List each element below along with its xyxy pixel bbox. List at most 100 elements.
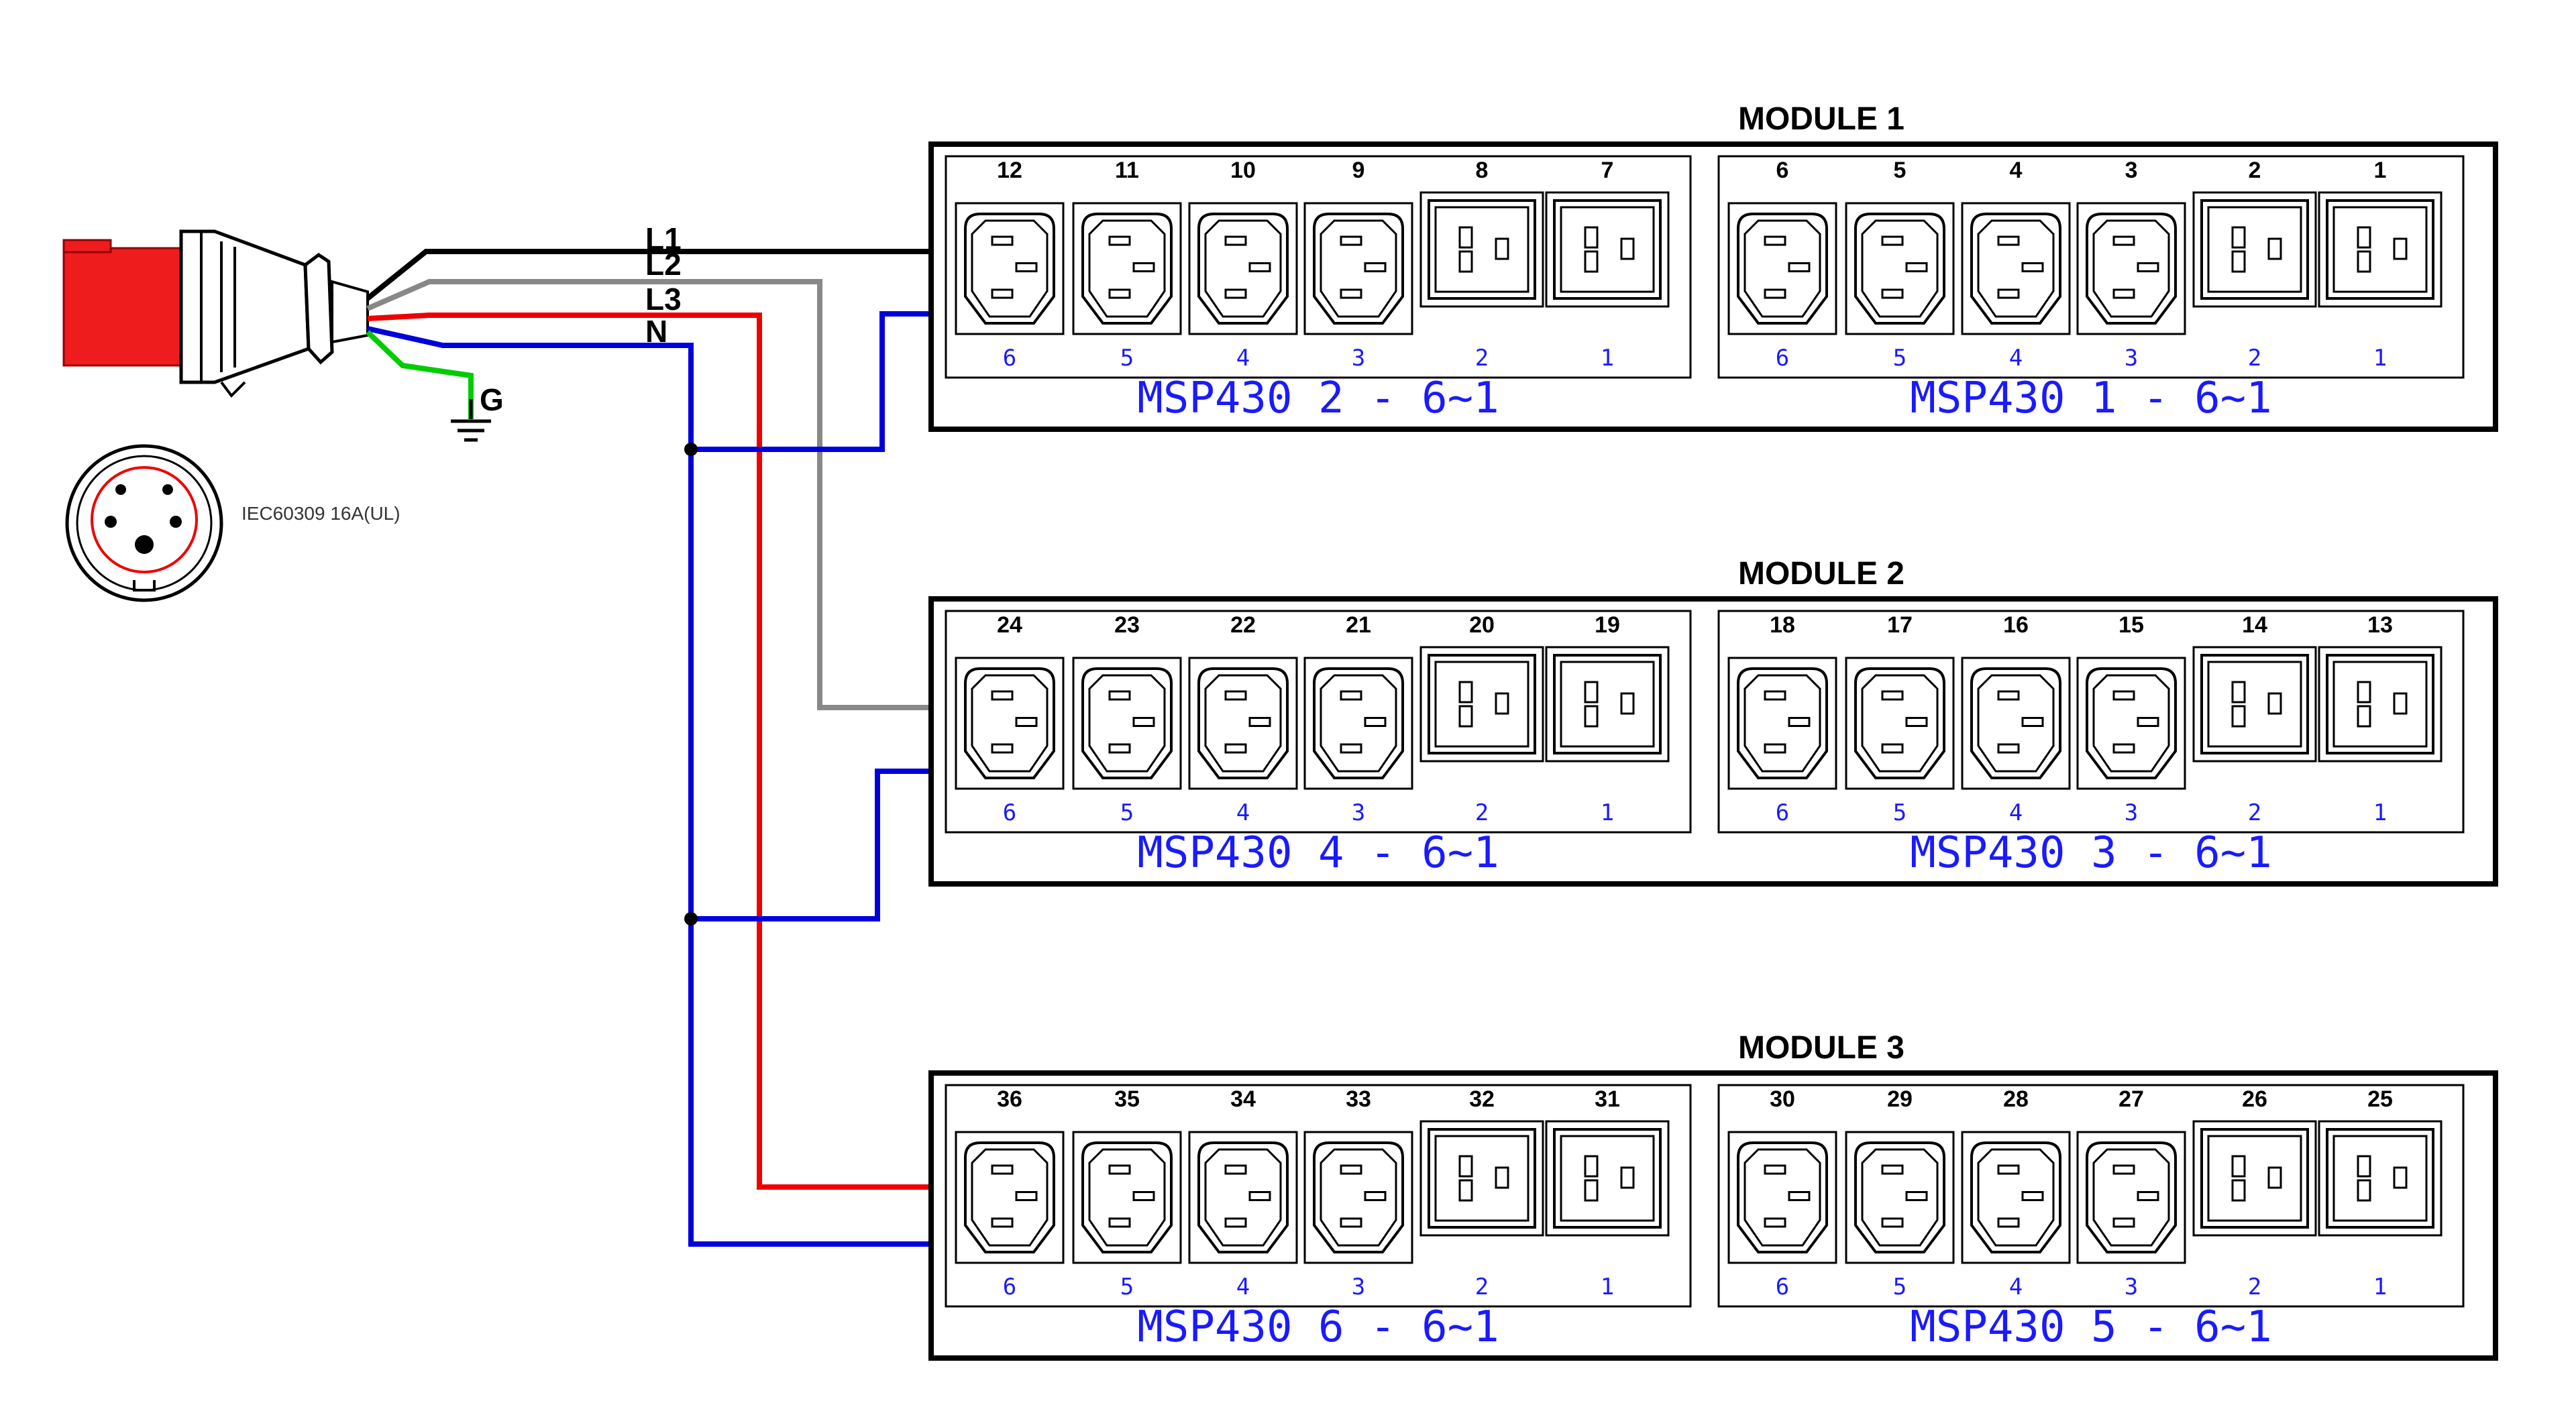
wire-label-l3: L3 [645, 282, 682, 317]
c13-socket [1313, 213, 1404, 325]
wire-n-branch-2 [691, 769, 932, 921]
outlet-number: 32 [1469, 1086, 1495, 1112]
plug-type-label: IEC60309 16A(UL) [241, 503, 400, 524]
outlet-sub-index: 4 [2009, 345, 2023, 372]
outlet: 93 [1303, 158, 1413, 372]
outlet: 33 [2076, 158, 2186, 372]
c19-socket [2326, 1128, 2434, 1229]
outlet-number: 1 [2374, 158, 2387, 183]
outlet-number: 24 [997, 612, 1022, 638]
wire-l2 [366, 279, 932, 710]
neutral-junction-1 [684, 443, 698, 456]
outlet-number: 27 [2118, 1086, 2144, 1112]
outlet: 27 3 [2076, 1086, 2186, 1300]
outlet-sub-index: 1 [2373, 799, 2387, 826]
outlet: 82 [1419, 158, 1544, 372]
outlet-number: 11 [1115, 158, 1139, 183]
outlet-sub-index: 3 [2125, 345, 2138, 372]
c13-socket [2086, 667, 2177, 779]
pdu-unit-name: MSP430 6 - 6~1 [1137, 1302, 1499, 1352]
c13-socket [1737, 1141, 1828, 1253]
outlet-number: 23 [1114, 612, 1140, 638]
outlet: 355 [1072, 1086, 1182, 1300]
outlet-sub-index: 5 [1893, 799, 1907, 826]
outlet: 15 3 [2076, 612, 2186, 826]
c13-socket [964, 1141, 1055, 1253]
outlet-number: 5 [1894, 158, 1907, 183]
outlet-number: 26 [2242, 1086, 2267, 1112]
outlet: 306 [1727, 1086, 1837, 1300]
outlet-number: 13 [2367, 612, 2393, 638]
c19-socket [2326, 199, 2434, 300]
c13-socket [1197, 213, 1289, 325]
outlet-sub-index: 5 [1893, 1274, 1907, 1300]
outlet: 191 [1545, 612, 1670, 826]
c13-socket [1737, 667, 1828, 779]
outlet-number: 15 [2118, 612, 2144, 638]
c19-socket [1428, 1128, 1536, 1229]
c13-socket [1737, 213, 1828, 325]
c13-socket [1081, 213, 1173, 325]
outlet-number: 2 [2249, 158, 2261, 183]
wire-label-n: N [645, 314, 667, 349]
outlet-number: 4 [2010, 158, 2023, 183]
wire-l1 [366, 249, 932, 301]
outlet-sub-index: 3 [1352, 345, 1365, 372]
outlet-sub-index: 4 [1236, 1274, 1250, 1300]
ground-icon [451, 399, 491, 442]
plug-tail [331, 280, 369, 344]
outlet-number: 6 [1776, 158, 1789, 183]
neutral-junction-2 [684, 912, 698, 925]
outlet-sub-index: 5 [1120, 345, 1134, 372]
outlet: 22 [2192, 158, 2317, 372]
outlet: 224 [1188, 612, 1298, 826]
outlet: 104 [1188, 158, 1298, 372]
outlet: 202 [1419, 612, 1544, 826]
outlet: 333 [1303, 1086, 1413, 1300]
outlet-sub-index: 2 [2248, 799, 2261, 826]
outlet-number: 33 [1346, 1086, 1371, 1112]
outlet-sub-index: 1 [2373, 345, 2387, 372]
pdu-unit-name: MSP430 3 - 6~1 [1910, 828, 2271, 878]
outlet-sub-index: 4 [1236, 799, 1250, 826]
outlet: 322 [1419, 1086, 1544, 1300]
outlet: 213 [1303, 612, 1413, 826]
outlet: 55 [1845, 158, 1955, 372]
outlet-sub-index: 3 [1352, 1274, 1365, 1300]
outlet-sub-index: 3 [2125, 1274, 2138, 1300]
outlet-number: 16 [2003, 612, 2029, 638]
outlet: 366 [955, 1086, 1065, 1300]
outlet-sub-index: 4 [2009, 799, 2023, 826]
c13-socket [964, 213, 1055, 325]
c13-socket [1313, 667, 1404, 779]
outlet-number: 18 [1770, 612, 1795, 638]
outlet-sub-index: 5 [1120, 1274, 1134, 1300]
plug-connector [62, 229, 369, 398]
plug-face-icon [65, 444, 223, 602]
c13-socket [1313, 1141, 1404, 1253]
wire-label-l1: L1 [645, 221, 682, 256]
outlet: 24 6 [955, 612, 1065, 826]
outlet-number: 8 [1476, 158, 1489, 183]
outlet: 284 [1961, 1086, 2071, 1300]
outlet-sub-index: 3 [2125, 799, 2138, 826]
pdu-unit-name: MSP430 4 - 6~1 [1137, 828, 1499, 878]
outlet-sub-index: 2 [1475, 345, 1489, 372]
c19-socket [2200, 654, 2309, 754]
outlet: 311 [1545, 1086, 1670, 1300]
outlet-number: 14 [2242, 612, 2267, 638]
outlet-number: 3 [2125, 158, 2138, 183]
c13-socket [1197, 667, 1289, 779]
pdu-unit-name: MSP430 1 - 6~1 [1910, 374, 2271, 423]
outlet-sub-index: 3 [1352, 799, 1365, 826]
outlet-sub-index: 6 [1003, 799, 1016, 826]
outlet: 344 [1188, 1086, 1298, 1300]
outlet-sub-index: 5 [1893, 345, 1907, 372]
c13-socket [1081, 667, 1173, 779]
outlet-number: 7 [1601, 158, 1614, 183]
